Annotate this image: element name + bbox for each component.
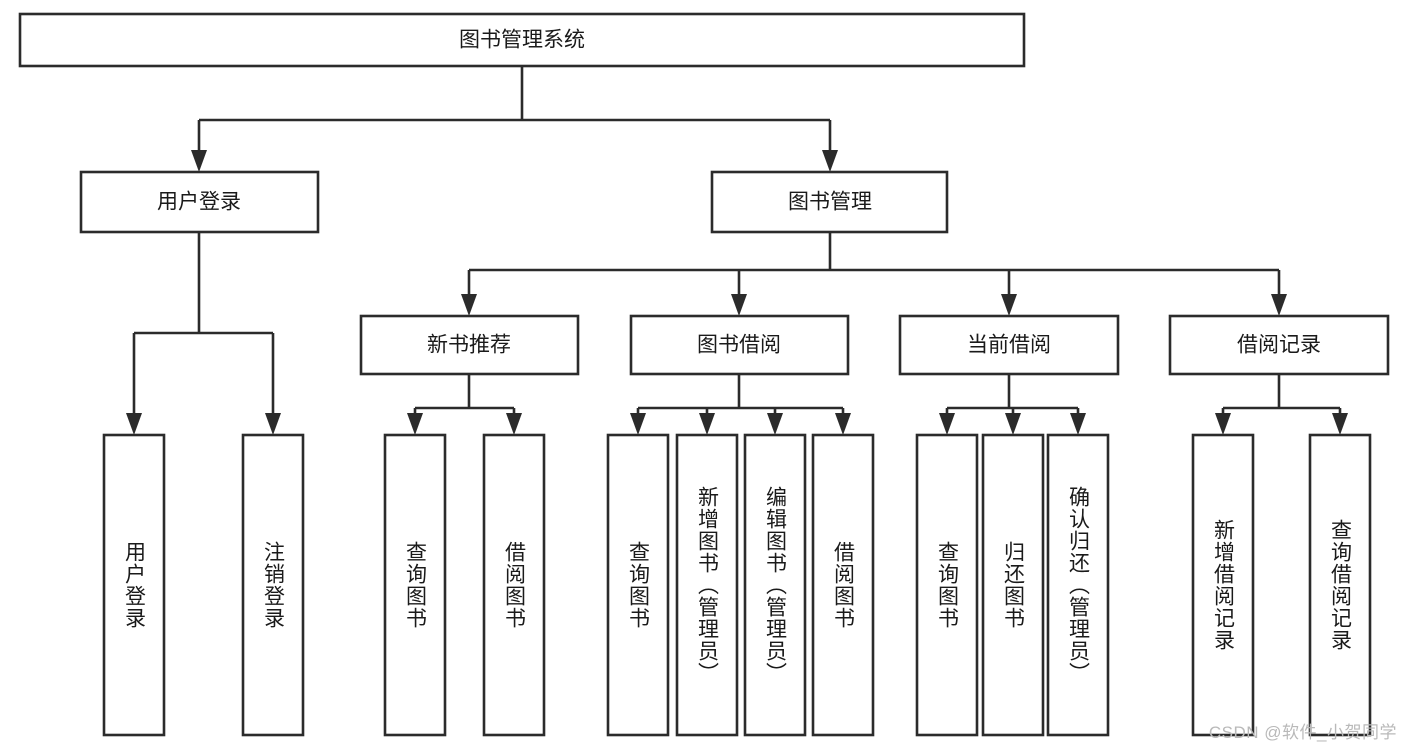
arrow-head-leaf-edit-book [767, 413, 783, 435]
node-borrow-record-label: 借阅记录 [1237, 334, 1321, 357]
connector-layer [126, 66, 1348, 435]
arrow-head-leaf-logout [265, 413, 281, 435]
leaf-box-query-record[interactable] [1308, 433, 1372, 737]
node-current-borrow-box[interactable] [898, 314, 1120, 376]
leaf-box-layer [102, 433, 1372, 737]
arrow-head-leaf-query-book-3 [939, 413, 955, 435]
leaf-box-borrow-book-2[interactable] [811, 433, 875, 737]
arrow-head-leaf-query-record [1332, 413, 1348, 435]
node-root-label: 图书管理系统 [459, 29, 585, 52]
arrow-head-book-management [822, 150, 838, 172]
node-book-management-box[interactable] [710, 170, 949, 234]
arrow-head-leaf-add-book [699, 413, 715, 435]
arrow-head-leaf-add-record [1215, 413, 1231, 435]
node-book-borrow[interactable]: 图书借阅 [629, 314, 850, 376]
leaf-box-return-book[interactable] [981, 433, 1045, 737]
node-current-borrow[interactable]: 当前借阅 [898, 314, 1120, 376]
node-root-box[interactable] [18, 12, 1026, 68]
arrow-head-leaf-borrow-book-1 [506, 413, 522, 435]
node-book-borrow-label: 图书借阅 [697, 334, 781, 357]
arrow-head-leaf-query-book-1 [407, 413, 423, 435]
leaf-box-query-book-1[interactable] [383, 433, 447, 737]
node-book-borrow-box[interactable] [629, 314, 850, 376]
arrow-head-leaf-user-login [126, 413, 142, 435]
node-user-login[interactable]: 用户登录 [79, 170, 320, 234]
leaf-box-edit-book[interactable] [743, 433, 807, 737]
node-user-login-box[interactable] [79, 170, 320, 234]
node-new-book-recommend-box[interactable] [359, 314, 580, 376]
node-current-borrow-label: 当前借阅 [967, 334, 1051, 357]
node-borrow-record[interactable]: 借阅记录 [1168, 314, 1390, 376]
node-book-management-label: 图书管理 [788, 191, 872, 214]
arrow-head-current-borrow [1001, 294, 1017, 316]
arrow-head-user-login [191, 150, 207, 172]
leaf-box-borrow-book-1[interactable] [482, 433, 546, 737]
arrow-head-leaf-borrow-book-2 [835, 413, 851, 435]
arrow-head-leaf-return-book [1005, 413, 1021, 435]
node-book-management[interactable]: 图书管理 [710, 170, 949, 234]
leaf-box-query-book-2[interactable] [606, 433, 670, 737]
node-root[interactable]: 图书管理系统 [18, 12, 1026, 68]
leaf-box-add-record[interactable] [1191, 433, 1255, 737]
arrow-head-book-borrow [731, 294, 747, 316]
leaf-box-query-book-3[interactable] [915, 433, 979, 737]
node-borrow-record-box[interactable] [1168, 314, 1390, 376]
leaf-box-user-login[interactable] [102, 433, 166, 737]
arrow-head-new-book-recommend [461, 294, 477, 316]
csdn-watermark: CSDN @软件_小贺同学 [1208, 723, 1397, 742]
leaf-box-confirm-return[interactable] [1046, 433, 1110, 737]
leaf-box-add-book[interactable] [675, 433, 739, 737]
leaf-box-logout[interactable] [241, 433, 305, 737]
arrow-head-leaf-confirm-return [1070, 413, 1086, 435]
arrow-head-leaf-query-book-2 [630, 413, 646, 435]
node-new-book-recommend[interactable]: 新书推荐 [359, 314, 580, 376]
node-user-login-label: 用户登录 [157, 191, 241, 214]
node-new-book-recommend-label: 新书推荐 [427, 334, 511, 357]
arrow-head-borrow-record [1271, 294, 1287, 316]
